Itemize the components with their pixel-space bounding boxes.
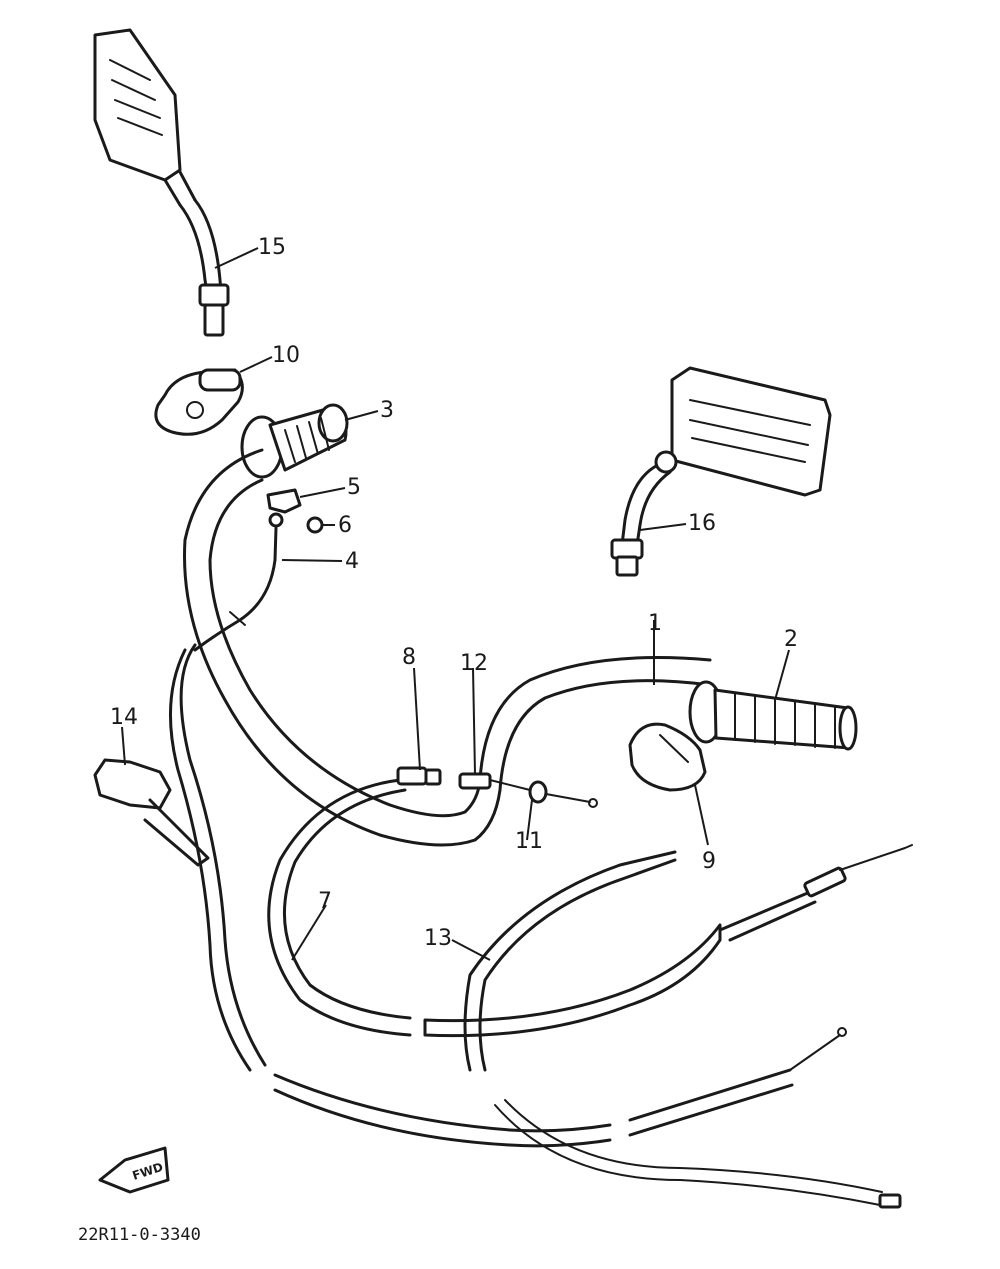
right-grip-part	[688, 680, 858, 751]
callout-9: 9	[702, 849, 716, 874]
callout-10: 10	[272, 343, 300, 368]
forward-arrow-icon: FWD	[98, 1146, 170, 1194]
leader-lines	[121, 247, 790, 961]
holder-bracket-bolt-parts	[193, 488, 324, 652]
handlebar-part	[183, 448, 712, 847]
callout-7: 7	[318, 889, 332, 914]
callout-3: 3	[380, 398, 394, 423]
callout-13: 13	[424, 926, 452, 951]
clutch-cable-part	[168, 643, 902, 1209]
left-grip-part	[240, 403, 349, 479]
callout-15: 15	[258, 235, 286, 260]
callout-16: 16	[688, 511, 716, 536]
left-mirror-part	[93, 28, 230, 337]
drawing-number: 22R11-0-3340	[78, 1225, 201, 1245]
right-mirror-part	[610, 366, 832, 577]
left-handlebar-switch-part	[154, 368, 244, 436]
callout-14: 14	[110, 705, 138, 730]
clutch-lever-part	[93, 758, 210, 867]
throttle-cable-part	[267, 778, 913, 1038]
callout-8: 8	[402, 645, 416, 670]
callout-12: 12	[460, 651, 488, 676]
callout-4: 4	[345, 549, 359, 574]
callout-1: 1	[648, 611, 662, 636]
callout-5: 5	[347, 475, 361, 500]
callout-6: 6	[338, 513, 352, 538]
right-handlebar-switch-part	[628, 722, 707, 792]
callout-11: 11	[515, 829, 543, 854]
callout-2: 2	[784, 627, 798, 652]
